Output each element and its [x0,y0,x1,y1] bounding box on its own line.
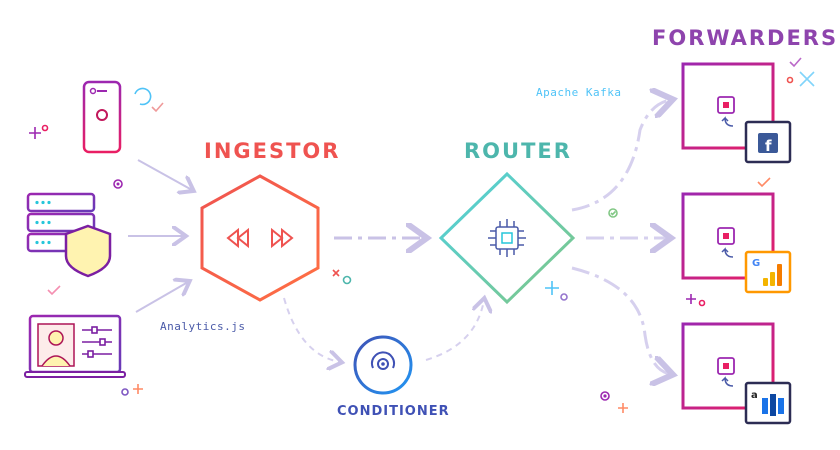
forwarders-title: FORWARDERS [652,26,838,50]
kafka-label: Apache Kafka [536,86,621,99]
plus-icon [133,384,143,394]
laptop-arrow [135,282,188,313]
check-icon [757,177,771,188]
ring-icon [560,293,568,301]
amazon-glyph: a [751,390,758,401]
source-connectors [128,159,192,313]
ingestor-conditioner-connector [283,297,340,362]
google-analytics-icon [763,264,782,286]
dot-icon [41,124,49,132]
plus-icon [686,294,696,304]
laptop-user-icon [24,314,126,378]
check-icon [789,57,802,68]
facebook-icon [758,133,778,153]
router-title: ROUTER [464,139,572,163]
node-icon [717,357,735,387]
ring-icon [134,87,152,106]
ingestor-node [200,174,320,302]
phone-arrow [137,159,192,190]
router-forwarder-connectors [571,100,670,374]
plus-icon [618,403,628,413]
analytics-label: Analytics.js [160,320,245,333]
amazon-connector [571,266,670,374]
dot-icon [113,179,123,189]
smartphone-icon [82,80,122,154]
conditioner-connectors [283,297,484,362]
dot-icon [121,388,129,396]
cross-icon [332,269,340,277]
server-shield-icon [26,192,112,278]
router-node [438,171,576,305]
ring-icon [342,275,352,285]
conditioner-title: CONDITIONER [337,404,450,419]
plus-icon [545,281,559,295]
google-glyph: G [752,258,760,269]
facebook-glyph: f [765,137,772,155]
chip-icon [488,219,526,257]
shield-icon [64,224,112,278]
check-icon [151,102,164,113]
close-icon [799,71,815,87]
ingestor-title: INGESTOR [204,139,340,163]
fast-forward-rewind-icon [226,227,294,249]
conditioner-router-connector [425,300,484,361]
forwarder-google: G [681,192,792,294]
decorations [29,57,815,413]
user-icon [48,330,64,346]
plus-icon [29,127,41,139]
forwarder-facebook: f [681,62,792,164]
amazon-kinesis-icon [762,394,784,416]
node-icon [717,96,735,127]
conditioner-node [353,335,413,395]
target-icon [371,351,395,370]
dot-icon [600,391,610,401]
check-icon [47,285,61,296]
forwarder-amazon: a [681,322,792,425]
node-icon [717,227,735,258]
check-circle-icon [608,208,618,218]
facebook-connector [571,100,670,212]
